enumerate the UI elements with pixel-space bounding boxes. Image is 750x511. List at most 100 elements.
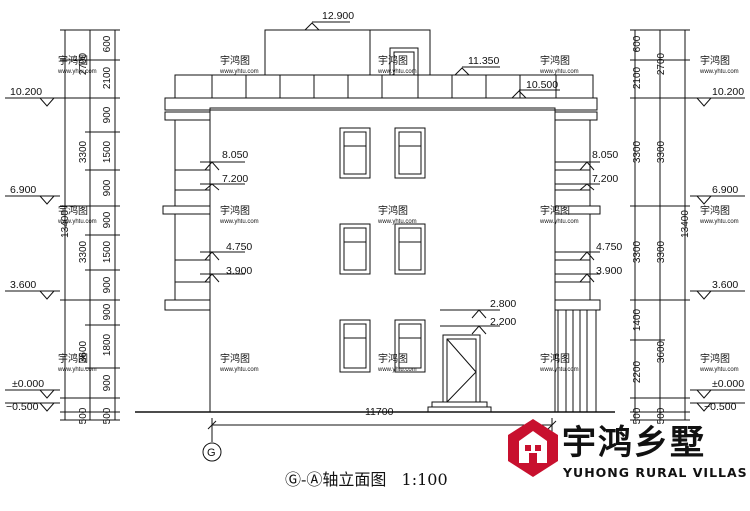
- level-canopy-bottom: 2.200: [490, 316, 516, 328]
- watermarks: 宇鸿图 www.yhtu.com 宇鸿图 www.yhtu.com 宇鸿图 www.yht…: [57, 54, 739, 373]
- watermark-14: 宇鸿图: [700, 352, 730, 365]
- level-balc-r2: 7.200: [592, 173, 618, 185]
- watermark-sub-6: www.yhtu.com: [219, 219, 259, 225]
- watermark-sub-8: www.yhtu.com: [539, 219, 579, 225]
- level-balc-r4: 3.900: [596, 265, 622, 277]
- dim-left-inner-5: 1500: [102, 240, 113, 263]
- dim-left-inner-3: 900: [102, 303, 113, 320]
- level-balc-l4: 3.900: [226, 265, 252, 277]
- level-marker-lines: [5, 97, 745, 412]
- dim-left-outer-3: 3300: [78, 140, 89, 163]
- watermark-sub-3: www.yhtu.com: [539, 69, 579, 75]
- level-left-3: 3.600: [10, 279, 36, 291]
- axis-bubble-g: [202, 442, 222, 462]
- left-dimension-lines: [60, 29, 120, 421]
- dim-right-outer-3: 3300: [656, 140, 667, 163]
- level-left-1: 10.200: [10, 86, 42, 98]
- watermark-5: 宇鸿图: [58, 204, 88, 217]
- level-roof: 10.500: [526, 79, 558, 91]
- level-right-3: 3.600: [712, 279, 738, 291]
- watermark-0: 宇鸿图: [58, 54, 88, 67]
- entrance-step: [431, 401, 488, 408]
- watermark-2: 宇鸿图: [378, 54, 408, 67]
- watermark-sub-4: www.yhtu.com: [699, 69, 739, 75]
- dim-right-inner-3: 3300: [632, 240, 643, 263]
- watermark-1: 宇鸿图: [220, 54, 250, 67]
- watermark-10: 宇鸿图: [58, 352, 88, 365]
- level-left-4: ±0.000: [12, 378, 44, 390]
- level-balc-r1: 8.050: [592, 149, 618, 161]
- dim-right-inner-6: 600: [632, 35, 643, 52]
- dim-left-inner-4: 900: [102, 276, 113, 293]
- level-right-4: ±0.000: [712, 378, 744, 390]
- watermark-6: 宇鸿图: [220, 204, 250, 217]
- right-dimension-lines: [630, 29, 690, 421]
- dim-left-total: 13400: [60, 210, 71, 238]
- brand-name-cn: 宇鸿乡墅: [562, 423, 706, 463]
- watermark-4: 宇鸿图: [700, 54, 730, 67]
- windows: [339, 127, 426, 373]
- right-balconies: [554, 111, 601, 413]
- dim-left-outer-2: 3300: [78, 240, 89, 263]
- level-balc-l3: 4.750: [226, 241, 252, 253]
- overall-dimension-line: [207, 418, 557, 442]
- watermark-sub-13: www.yhtu.com: [539, 367, 579, 373]
- level-right-1: 10.200: [712, 86, 744, 98]
- watermark-3: 宇鸿图: [540, 54, 570, 67]
- watermark-11: 宇鸿图: [220, 352, 250, 365]
- dim-left-inner-8: 1500: [102, 140, 113, 163]
- dim-right-total: 13400: [680, 210, 691, 238]
- dim-right-outer-1: 3600: [656, 340, 667, 363]
- watermark-9: 宇鸿图: [700, 204, 730, 217]
- level-balc-r3: 4.750: [596, 241, 622, 253]
- level-balc-l2: 7.200: [222, 173, 248, 185]
- watermark-sub-12: www.yhtu.com: [377, 367, 417, 373]
- watermark-7: 宇鸿图: [378, 204, 408, 217]
- drawing-title: Ⓖ-Ⓐ轴立面图 1:100: [285, 466, 448, 490]
- watermark-sub-10: www.yhtu.com: [57, 367, 97, 373]
- level-parapet: 11.350: [468, 55, 499, 67]
- dim-left-inner-1: 900: [102, 374, 113, 391]
- dim-left-inner-10: 2100: [102, 66, 113, 89]
- watermark-12: 宇鸿图: [378, 352, 408, 365]
- watermark-sub-5: www.yhtu.com: [57, 219, 97, 225]
- level-canopy-top: 2.800: [490, 298, 516, 310]
- dim-left-inner-2: 1800: [102, 333, 113, 356]
- dim-right-inner-1: 2200: [632, 360, 643, 383]
- watermark-13: 宇鸿图: [540, 352, 570, 365]
- dim-left-inner-11: 600: [102, 35, 113, 52]
- watermark-sub-2: www.yhtu.com: [377, 69, 417, 75]
- entrance-door: [442, 334, 481, 403]
- level-right-2: 6.900: [712, 184, 738, 196]
- drawing-title-text: Ⓖ-Ⓐ轴立面图: [285, 470, 387, 489]
- dim-right-outer-4: 2700: [656, 52, 667, 75]
- railing-posts: [211, 75, 557, 98]
- dim-left-inner-6: 900: [102, 211, 113, 228]
- level-left-5: −0.500: [6, 401, 39, 413]
- brand-house-icon: [508, 419, 558, 477]
- overall-width: 11700: [365, 406, 394, 418]
- watermark-sub-0: www.yhtu.com: [57, 69, 97, 75]
- brand-name-en: YUHONG RURAL VILLAS: [563, 465, 748, 480]
- left-balconies: [162, 111, 211, 311]
- watermark-sub-9: www.yhtu.com: [699, 219, 739, 225]
- watermark-sub-11: www.yhtu.com: [219, 367, 259, 373]
- dim-right-inner-2: 1400: [632, 308, 643, 331]
- dim-right-outer-2: 3300: [656, 240, 667, 263]
- level-right-5: −0.500: [704, 401, 737, 413]
- roof-penthouse: [264, 29, 431, 76]
- dim-left-outer-4: 2700: [78, 52, 89, 75]
- brand-logo: 宇鸿乡墅 YUHONG RURAL VILLAS: [505, 415, 748, 505]
- watermark-sub-14: www.yhtu.com: [699, 367, 739, 373]
- dim-right-inner-0: 500: [632, 407, 643, 424]
- watermark-8: 宇鸿图: [540, 204, 570, 217]
- dim-left-outer-0: 500: [78, 407, 89, 424]
- drawing-scale: 1:100: [401, 470, 448, 489]
- level-balc-l1: 8.050: [222, 149, 248, 161]
- watermark-sub-1: www.yhtu.com: [219, 69, 259, 75]
- dim-right-inner-5: 2100: [632, 66, 643, 89]
- dim-left-inner-9: 900: [102, 106, 113, 123]
- level-left-2: 6.900: [10, 184, 36, 196]
